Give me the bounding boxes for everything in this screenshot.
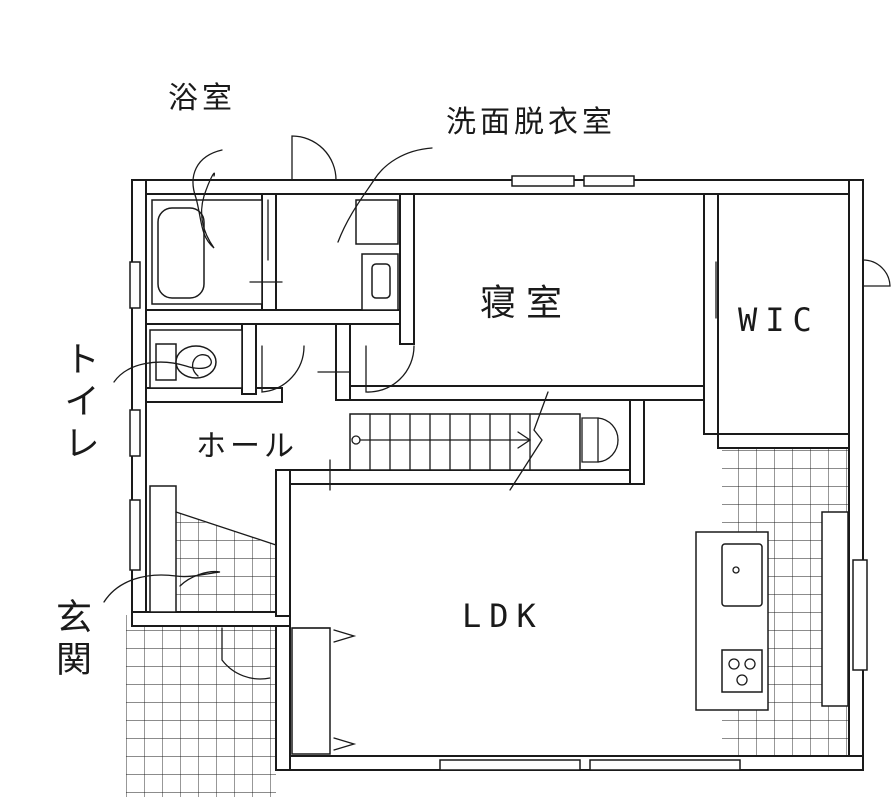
- toilet-fixture: [149, 329, 243, 389]
- washroom-fixtures: [355, 199, 399, 311]
- bathtub: [151, 199, 263, 305]
- leader-lines: [103, 147, 433, 603]
- shoe-cabinet: [149, 485, 277, 613]
- windows: [129, 175, 868, 771]
- wic-label: WIC: [738, 301, 820, 339]
- kitchen-counter: [695, 511, 849, 711]
- bedroom-label: 寝室: [480, 283, 573, 324]
- bath-label: 浴室: [168, 81, 236, 116]
- inner-walls: [145, 193, 850, 617]
- ldk-label: LDK: [462, 597, 544, 635]
- toilet-label: トイレ: [58, 340, 99, 466]
- washroom-label: 洗面脱衣室: [446, 105, 616, 140]
- doors: [221, 135, 891, 680]
- hall-tile-floor: [176, 512, 276, 612]
- entrance-label: 玄関: [50, 598, 91, 682]
- storage-closet: [291, 627, 357, 755]
- entrance-tile-floor: [126, 615, 276, 797]
- staircase: [349, 391, 581, 491]
- hall-label: ホール: [196, 429, 298, 464]
